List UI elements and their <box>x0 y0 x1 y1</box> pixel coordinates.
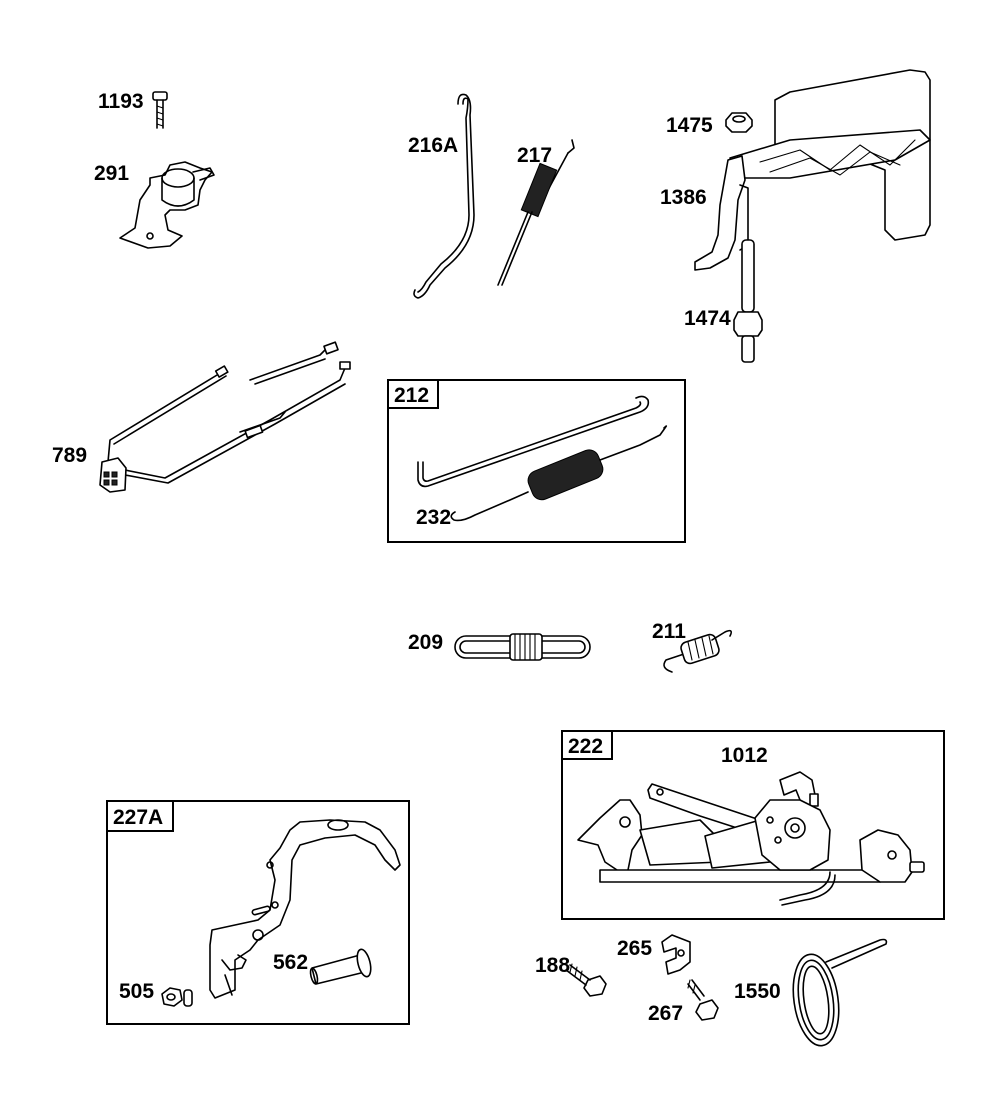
part-1386-cover-plate <box>694 69 931 271</box>
label-562: 562 <box>273 951 308 974</box>
part-1193-bolt <box>152 91 168 129</box>
label-1193: 1193 <box>98 90 144 113</box>
part-1474-pin <box>733 239 763 363</box>
group-label-222: 222 <box>568 735 603 758</box>
group-box-222: 222 <box>561 730 945 920</box>
part-1550-spring <box>792 938 888 1047</box>
label-1475: 1475 <box>666 114 713 137</box>
part-267-screw <box>687 979 719 1021</box>
label-232: 232 <box>416 506 451 529</box>
part-217-spring-rod <box>497 139 575 286</box>
part-291-bracket <box>119 161 215 249</box>
group-box-227a: 227A <box>106 800 410 1025</box>
part-188-screw <box>565 963 607 997</box>
label-217: 217 <box>517 144 552 167</box>
label-267: 267 <box>648 1002 683 1025</box>
label-188: 188 <box>535 954 570 977</box>
part-265-clip <box>661 934 691 975</box>
label-505: 505 <box>119 980 154 1003</box>
part-209-spring <box>454 633 591 661</box>
part-211-spring <box>663 629 732 673</box>
part-212-rod <box>417 395 650 488</box>
part-227a-bracket-plate <box>209 819 401 999</box>
label-291: 291 <box>94 162 129 185</box>
part-216a-rod <box>413 93 475 299</box>
label-1474: 1474 <box>684 307 731 330</box>
label-211: 211 <box>652 620 686 643</box>
label-209: 209 <box>408 631 443 654</box>
group-label-212: 212 <box>394 384 429 407</box>
label-1386: 1386 <box>660 186 707 209</box>
group-box-212: 212 <box>387 379 686 543</box>
label-1550: 1550 <box>734 980 781 1003</box>
part-789-wiring-harness <box>99 341 351 493</box>
label-789: 789 <box>52 444 87 467</box>
part-1475-nut <box>725 112 753 133</box>
part-562-pin <box>309 948 372 985</box>
part-505-nut-washer <box>161 987 193 1007</box>
part-222-governor-assembly <box>577 783 925 906</box>
label-265: 265 <box>617 937 652 960</box>
part-232-spring <box>450 425 668 522</box>
group-label-227a: 227A <box>113 806 163 829</box>
label-216a: 216A <box>408 134 458 157</box>
label-1012: 1012 <box>721 744 768 767</box>
